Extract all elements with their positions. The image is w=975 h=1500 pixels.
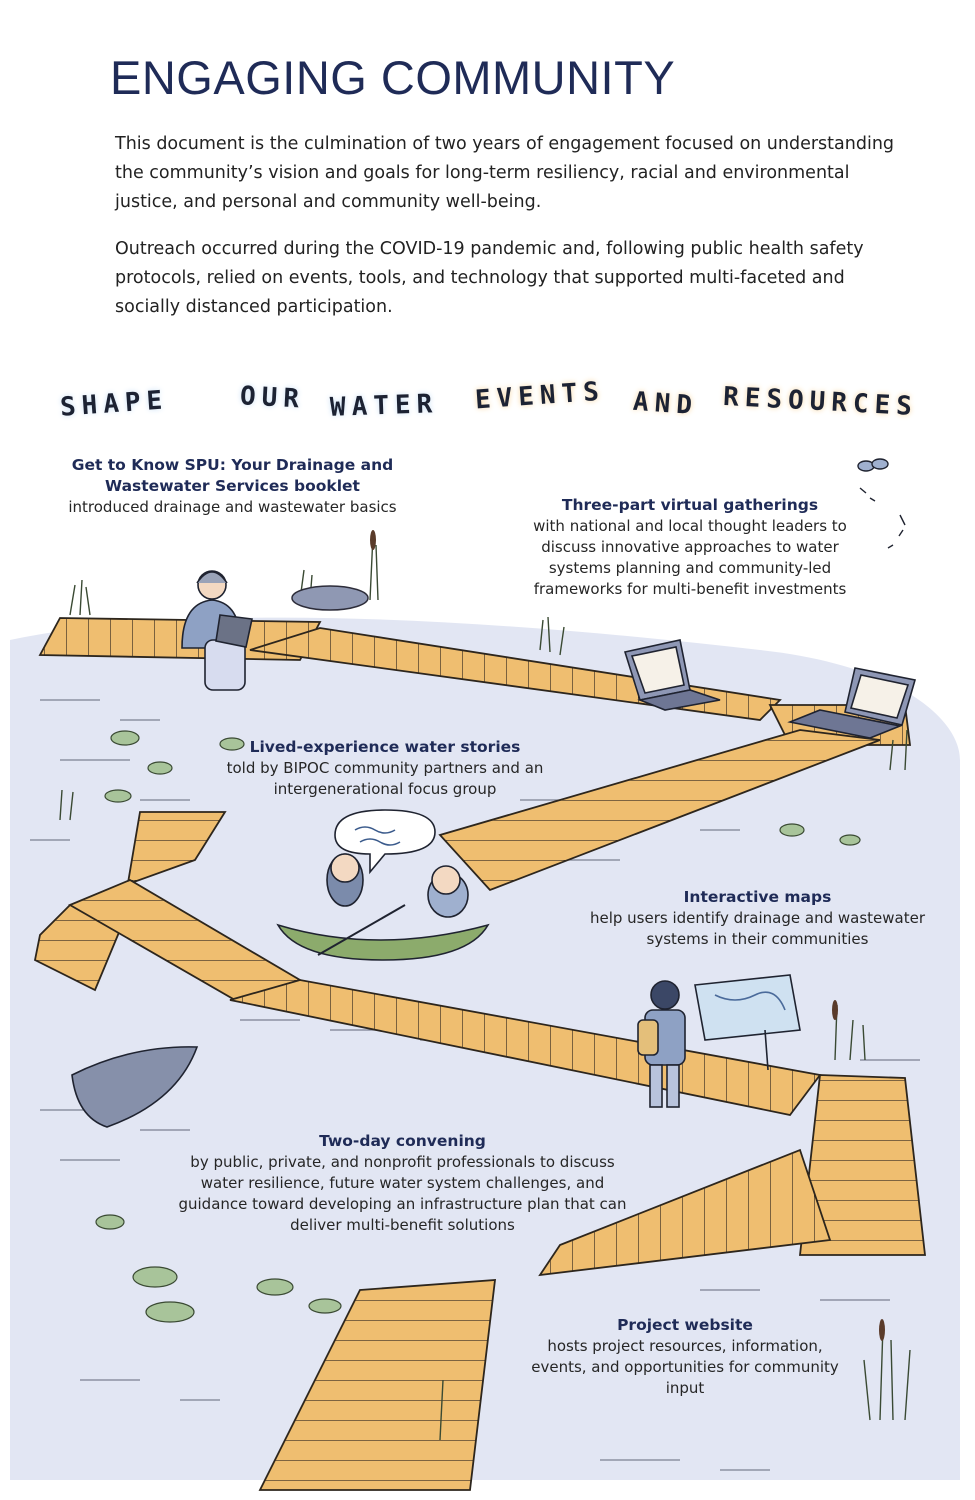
dock-segment <box>33 811 227 992</box>
reeds <box>59 534 911 1441</box>
banner-word: AND <box>632 386 699 422</box>
cattails <box>370 530 885 1341</box>
boardwalk-illustration <box>10 458 960 1491</box>
callout-water-stories: Lived-experience water stories told by B… <box>215 737 555 800</box>
banner-word: OUR <box>239 381 306 415</box>
callout-interactive-maps: Interactive maps help users identify dra… <box>585 887 930 950</box>
rock <box>291 585 369 611</box>
callout-two-day-convening: Two-day convening by public, private, an… <box>170 1131 635 1236</box>
page-title: ENGAGING COMMUNITY <box>110 51 676 104</box>
callout-title: Lived-experience water stories <box>249 738 521 756</box>
canoe-with-storytellers <box>276 809 490 961</box>
callout-description: told by BIPOC community partners and an … <box>226 759 544 798</box>
banner-word: SHAPE <box>59 385 170 423</box>
dragonfly <box>857 458 906 549</box>
banner-word: EVENTS <box>474 376 606 416</box>
laptop-left <box>623 639 721 711</box>
dock-segment <box>438 729 881 892</box>
callout-title: Three-part virtual gatherings <box>561 496 819 514</box>
callout-project-website: Project website hosts project resources,… <box>530 1315 840 1399</box>
callout-description: introduced drainage and wastewater basic… <box>68 498 397 516</box>
banner-word: WATER <box>329 389 439 423</box>
banner-word: RESOURCES <box>722 381 919 423</box>
callout-title: Get to Know SPU: Your Drainage and Waste… <box>71 456 394 495</box>
callout-description: with national and local thought leaders … <box>533 517 847 598</box>
section-banner: SHAPE OUR WATER EVENTS AND RESOURCES <box>55 375 918 435</box>
callout-virtual-gatherings: Three-part virtual gatherings with natio… <box>520 495 860 600</box>
person-at-map-kiosk <box>637 974 801 1108</box>
intro-paragraph-2: Outreach occurred during the COVID-19 pa… <box>115 239 864 317</box>
callout-title: Project website <box>617 1316 753 1334</box>
laptop-right <box>787 667 917 739</box>
callout-title: Two-day convening <box>319 1132 486 1150</box>
dock-segment <box>258 1279 497 1491</box>
lily-pads <box>95 730 861 1323</box>
callout-booklet: Get to Know SPU: Your Drainage and Waste… <box>40 455 425 518</box>
intro-paragraph-1: This document is the culmination of two … <box>115 134 895 212</box>
dock-segment <box>538 1148 832 1277</box>
person-reading-booklet <box>181 570 253 691</box>
callout-description: help users identify drainage and wastewa… <box>589 909 925 948</box>
callout-description: by public, private, and nonprofit profes… <box>178 1153 627 1234</box>
callout-description: hosts project resources, information, ev… <box>531 1337 839 1397</box>
rowboat <box>71 1046 199 1128</box>
callout-title: Interactive maps <box>683 888 832 906</box>
